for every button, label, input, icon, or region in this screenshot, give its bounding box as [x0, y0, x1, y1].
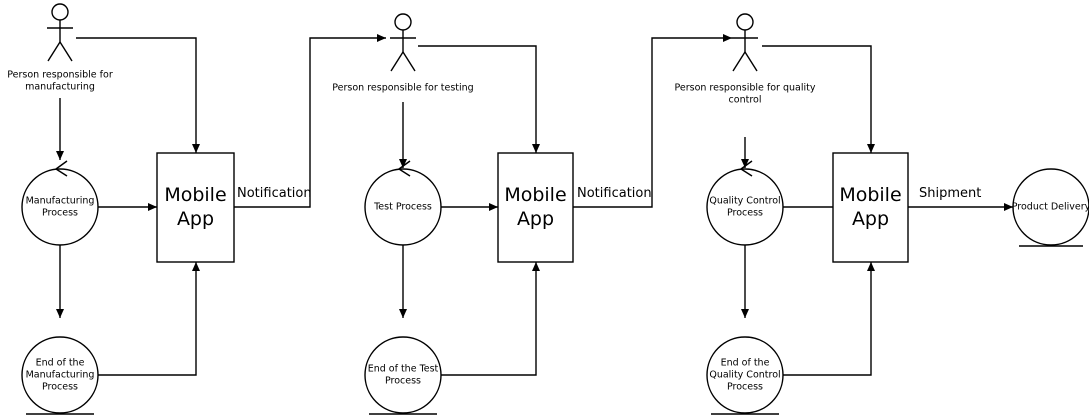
app-box [156, 152, 235, 263]
process-circle [364, 168, 442, 246]
process-label-line: Quality Control [709, 196, 780, 207]
end-circle [706, 336, 784, 414]
control-mark [398, 168, 411, 177]
delivery-label: Product Delivery [1012, 202, 1089, 213]
actor-label-line: Person responsible for quality [674, 83, 815, 94]
end2-to-app [441, 262, 540, 376]
process-label-line: Manufacturing [26, 196, 95, 207]
person-icon [732, 13, 758, 72]
end-label-line: Process [42, 382, 78, 393]
product-delivery: Product Delivery [1012, 168, 1089, 247]
actor-label-line: Person responsible for [7, 70, 113, 81]
person-icon [390, 13, 416, 72]
flow-label: Shipment [919, 186, 981, 201]
actor3-to-app [762, 45, 875, 153]
process-2: Test Process [364, 160, 442, 246]
actor-label-line: control [729, 95, 762, 106]
process-label-line: Test Process [373, 202, 432, 213]
end-circle [21, 336, 99, 414]
actor2-to-app [418, 45, 540, 153]
app-label-line: App [517, 208, 554, 230]
control-mark [55, 168, 68, 177]
flow-label: Notification [577, 186, 652, 201]
end1-to-app [98, 262, 200, 376]
control-mark [740, 160, 753, 170]
person-icon [47, 3, 73, 62]
end-label-line: End of the [721, 358, 770, 369]
process-circle [706, 168, 784, 246]
end-circle [364, 336, 442, 414]
connectors [56, 34, 1013, 376]
app-label-line: Mobile [839, 184, 901, 206]
end-label-line: End of the Test [368, 364, 439, 375]
app-label-line: Mobile [504, 184, 566, 206]
end-label-line: Process [727, 382, 763, 393]
app-label-line: Mobile [164, 184, 226, 206]
end-label-line: End of the [36, 358, 85, 369]
end-label-line: Manufacturing [26, 370, 95, 381]
app1-notify-actor2 [234, 34, 386, 208]
app-box [497, 152, 574, 263]
control-mark [398, 160, 411, 170]
end-label-line: Quality Control [709, 370, 780, 381]
end3-to-app [783, 262, 875, 376]
end-label-line: Process [385, 376, 421, 387]
actor-label: Person responsible for testing [332, 83, 473, 94]
delivery-label-line: Product Delivery [1012, 202, 1089, 213]
actor-2: Person responsible for testing [332, 13, 474, 94]
actor-label-line: Person responsible for testing [332, 83, 473, 94]
actor1-to-app [76, 37, 200, 153]
app-label-line: App [852, 208, 889, 230]
actor-label-line: manufacturing [25, 82, 95, 93]
process-label-line: Process [727, 208, 763, 219]
control-mark [55, 160, 68, 170]
control-mark [740, 168, 753, 177]
app-box [832, 152, 909, 263]
app2-notify-actor3 [573, 34, 732, 208]
process-circle [21, 168, 99, 246]
delivery-circle [1012, 168, 1089, 246]
flow-label: Notification [237, 186, 312, 201]
process-label-line: Process [42, 208, 78, 219]
app-label-line: App [177, 208, 214, 230]
process-label: Test Process [373, 202, 432, 213]
